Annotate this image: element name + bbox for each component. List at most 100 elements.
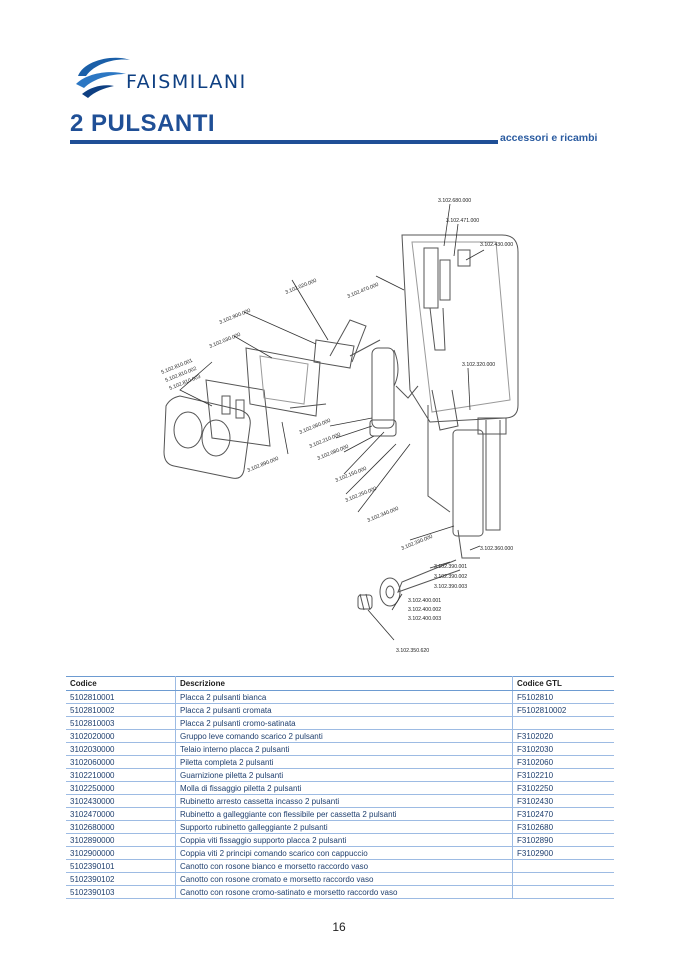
- cell-code: 3102060000: [66, 755, 176, 769]
- diagram-label: 3.102.680.000: [438, 198, 471, 204]
- diagram-label: 3.102.400.003: [408, 616, 441, 622]
- cell-gtl-code: [512, 872, 614, 886]
- diagram-label: 3.102.900.000: [219, 308, 252, 326]
- cell-code: 3102900000: [66, 846, 176, 860]
- diagram-label: 3.102.250.000: [345, 486, 378, 504]
- diagram-label: 3.102.330.000: [401, 534, 434, 552]
- cell-code: 5102390102: [66, 872, 176, 886]
- diagram-label: 3.102.320.000: [462, 362, 495, 368]
- cell-description: Rubinetto a galleggiante con flessibile …: [175, 807, 513, 821]
- diagram-label: 3.102.080.000: [317, 444, 350, 462]
- diagram-label: 3.102.400.002: [408, 607, 441, 613]
- cell-description: Coppia viti fissaggio supporto placca 2 …: [175, 833, 513, 847]
- flush-plate: [163, 395, 251, 479]
- page-subtitle: accessori e ricambi: [500, 132, 598, 144]
- cell-gtl-code: [512, 716, 614, 730]
- cell-description: Canotto con rosone cromo-satinato e mors…: [175, 885, 513, 899]
- diagram-label: 3.102.470.000: [347, 282, 380, 300]
- page-title: 2 PULSANTI: [70, 110, 216, 137]
- cell-code: 5102390103: [66, 885, 176, 899]
- cell-description: Piletta completa 2 pulsanti: [175, 755, 513, 769]
- brand-name: FAISMILANI: [126, 71, 247, 93]
- diagram-label: 3.102.430.000: [480, 242, 513, 248]
- cell-code: 3102680000: [66, 820, 176, 834]
- cell-description: Placca 2 pulsanti cromo-satinata: [175, 716, 513, 730]
- diagram-label: 3.102.360.000: [480, 546, 513, 552]
- cell-description: Canotto con rosone cromato e morsetto ra…: [175, 872, 513, 886]
- diagram-label: 3.102.340.000: [367, 506, 400, 524]
- page-number: 16: [332, 920, 346, 934]
- cell-gtl-code: F3102250: [512, 781, 614, 795]
- cell-gtl-code: F3102890: [512, 833, 614, 847]
- cell-gtl-code: F5102810: [512, 690, 614, 704]
- cell-code: 3102020000: [66, 729, 176, 743]
- cell-gtl-code: F5102810002: [512, 703, 614, 717]
- cell-code: 5102810003: [66, 716, 176, 730]
- diagram-label: 3.102.350.620: [396, 648, 429, 654]
- diagram-label: 3.102.390.002: [434, 574, 467, 580]
- cell-code: 3102470000: [66, 807, 176, 821]
- diagram-label: 3.102.020.000: [285, 278, 318, 296]
- cell-code: 3102890000: [66, 833, 176, 847]
- cell-code: 3102030000: [66, 742, 176, 756]
- title-underline: [70, 140, 498, 144]
- cell-code: 5102810001: [66, 690, 176, 704]
- cell-code: 3102210000: [66, 768, 176, 782]
- cell-gtl-code: F3102020: [512, 729, 614, 743]
- cell-description: Supporto rubinetto galleggiante 2 pulsan…: [175, 820, 513, 834]
- cell-gtl-code: F3102470: [512, 807, 614, 821]
- cell-description: Molla di fissaggio piletta 2 pulsanti: [175, 781, 513, 795]
- cell-gtl-code: F3102060: [512, 755, 614, 769]
- cell-description: Rubinetto arresto cassetta incasso 2 pul…: [175, 794, 513, 808]
- cell-gtl-code: F3102030: [512, 742, 614, 756]
- cell-code: 3102250000: [66, 781, 176, 795]
- diagram-label: 3.102.471.000: [446, 218, 479, 224]
- cell-description: Placca 2 pulsanti cromata: [175, 703, 513, 717]
- diagram-label: 3.102.150.000: [335, 466, 368, 484]
- column-header-gtl-code: Codice GTL: [512, 676, 614, 691]
- table-header-row: Codice Descrizione Codice GTL: [66, 676, 614, 691]
- cell-gtl-code: F3102430: [512, 794, 614, 808]
- cell-description: Telaio interno placca 2 pulsanti: [175, 742, 513, 756]
- exploded-parts-diagram: 3.102.680.000 3.102.471.000 3.102.430.00…: [161, 198, 519, 654]
- cell-gtl-code: [512, 859, 614, 873]
- diagram-label: 3.102.060.000: [299, 418, 332, 436]
- cell-code: 5102810002: [66, 703, 176, 717]
- logo-swoosh-icon: [76, 57, 130, 98]
- cell-description: Canotto con rosone bianco e morsetto rac…: [175, 859, 513, 873]
- diagram-label: 3.102.390.003: [434, 584, 467, 590]
- cell-description: Placca 2 pulsanti bianca: [175, 690, 513, 704]
- cell-code: 3102430000: [66, 794, 176, 808]
- diagram-label: 3.102.890.000: [247, 456, 280, 474]
- cell-code: 5102390101: [66, 859, 176, 873]
- cell-description: Guarnizione piletta 2 pulsanti: [175, 768, 513, 782]
- diagram-label: 3.102.390.001: [434, 564, 467, 570]
- parts-table: Codice Descrizione Codice GTL 5102810001…: [66, 676, 614, 899]
- cell-description: Gruppo leve comando scarico 2 pulsanti: [175, 729, 513, 743]
- diagram-label: 3.102.030.000: [209, 332, 242, 350]
- diagram-label: 3.102.400.001: [408, 598, 441, 604]
- cell-gtl-code: F3102680: [512, 820, 614, 834]
- column-header-code: Codice: [66, 676, 176, 691]
- cell-gtl-code: F3102210: [512, 768, 614, 782]
- column-header-description: Descrizione: [175, 676, 513, 691]
- cistern-tank: [401, 234, 519, 423]
- cell-gtl-code: F3102900: [512, 846, 614, 860]
- cell-description: Coppia viti 2 principi comando scarico c…: [175, 846, 513, 860]
